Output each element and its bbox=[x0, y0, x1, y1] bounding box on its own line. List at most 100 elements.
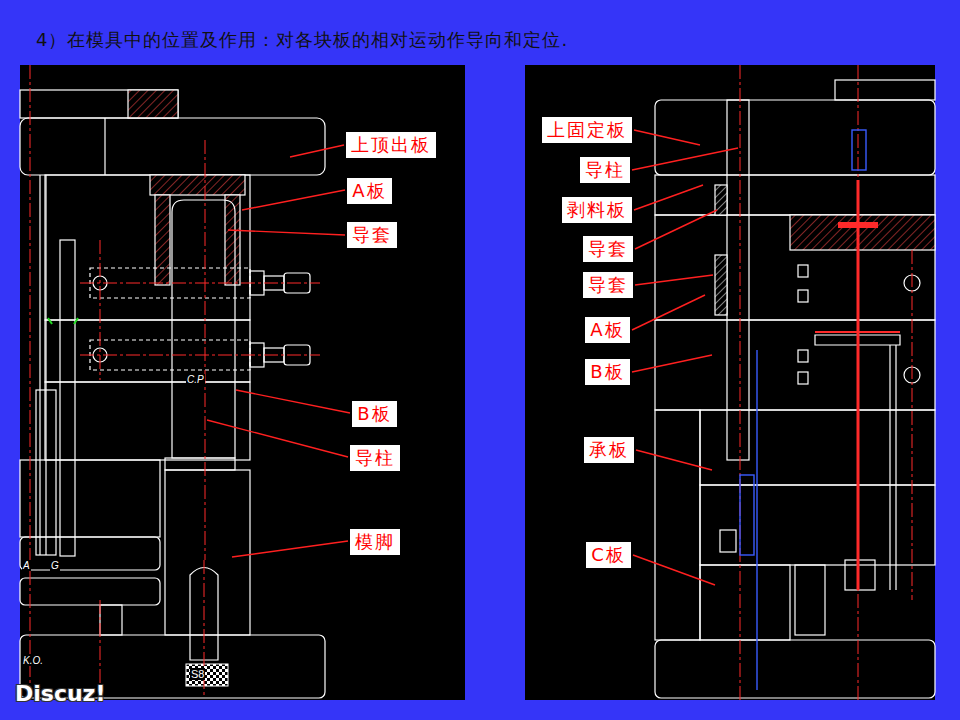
drawing-line bbox=[632, 295, 705, 330]
part-label-box: A板 bbox=[347, 178, 392, 204]
screw-size: S8 bbox=[190, 668, 205, 680]
part-label: 导套 bbox=[588, 240, 628, 258]
drawing-line bbox=[242, 190, 345, 210]
drawing-line bbox=[655, 215, 935, 320]
drawing-line bbox=[20, 65, 465, 700]
drawing-line bbox=[20, 537, 160, 570]
drawing-line bbox=[798, 350, 808, 362]
drawing-line bbox=[104, 118, 105, 175]
drawing-line bbox=[655, 100, 935, 175]
drawing-line bbox=[633, 555, 715, 585]
drawing-line bbox=[236, 390, 350, 413]
drawing-line bbox=[895, 345, 896, 590]
right-panel bbox=[525, 65, 935, 700]
part-label: 导套 bbox=[352, 226, 392, 244]
drawing-line bbox=[45, 175, 46, 555]
part-mark: A bbox=[22, 560, 31, 571]
part-label-box: 上顶出板 bbox=[346, 132, 436, 158]
drawing-line bbox=[795, 565, 825, 635]
drawing-line bbox=[205, 140, 206, 560]
part-label-box: 剥料板 bbox=[562, 197, 632, 223]
drawing-line bbox=[100, 605, 122, 635]
part-label: A板 bbox=[352, 182, 386, 200]
drawing-line bbox=[128, 90, 178, 118]
drawing-line bbox=[525, 65, 935, 700]
part-mark: C.P bbox=[186, 374, 205, 385]
drawing-line bbox=[80, 355, 320, 356]
drawing-line bbox=[790, 215, 935, 250]
part-label-box: 导柱 bbox=[350, 445, 400, 471]
drawing-line bbox=[655, 175, 935, 215]
drawing-line bbox=[798, 372, 808, 384]
part-label-box: 模脚 bbox=[350, 529, 400, 555]
drawing-line bbox=[635, 275, 713, 285]
drawing-line bbox=[720, 530, 736, 552]
drawing-line bbox=[30, 65, 320, 700]
drawing-line bbox=[700, 410, 935, 485]
drawing-line bbox=[20, 118, 325, 175]
part-label: A板 bbox=[590, 321, 624, 339]
part-mark: G bbox=[50, 560, 60, 571]
drawing-line bbox=[45, 320, 250, 382]
drawing-line bbox=[155, 195, 170, 285]
part-label-box: B板 bbox=[352, 401, 397, 427]
part-label: 导柱 bbox=[585, 161, 625, 179]
drawing-line bbox=[228, 230, 345, 235]
part-label-box: A板 bbox=[585, 317, 630, 343]
drawing-line bbox=[45, 175, 250, 320]
drawing-line bbox=[815, 331, 900, 333]
drawing-line bbox=[700, 485, 935, 565]
part-label: C板 bbox=[591, 546, 626, 564]
part-label-box: 导柱 bbox=[580, 157, 630, 183]
drawing-line bbox=[150, 175, 245, 195]
drawing-line bbox=[912, 250, 913, 600]
drawing-line bbox=[634, 185, 703, 210]
part-label-box: 导套 bbox=[347, 222, 397, 248]
drawing-line bbox=[655, 320, 935, 410]
drawing-line bbox=[727, 100, 749, 460]
drawing-line bbox=[740, 475, 754, 555]
part-mark: K.O. bbox=[22, 655, 44, 666]
drawing-line bbox=[634, 130, 700, 145]
drawing-line bbox=[815, 180, 900, 590]
drawing-line bbox=[632, 355, 712, 372]
drawing-line bbox=[798, 290, 808, 302]
drawing-line bbox=[740, 65, 741, 700]
drawing-line bbox=[74, 318, 78, 324]
part-label: 承板 bbox=[589, 441, 629, 459]
drawing-line bbox=[715, 255, 727, 315]
drawing-line bbox=[172, 200, 235, 458]
drawing-line bbox=[39, 175, 40, 555]
drawing-line bbox=[290, 145, 344, 157]
drawing-line bbox=[20, 90, 178, 118]
part-label: B板 bbox=[357, 405, 391, 423]
drawing-line bbox=[60, 240, 75, 556]
drawing-line bbox=[225, 195, 240, 285]
leader-lines bbox=[207, 130, 738, 585]
drawing-line bbox=[636, 450, 712, 470]
drawing-line bbox=[655, 80, 935, 698]
part-label: 模脚 bbox=[355, 533, 395, 551]
drawing-line bbox=[80, 283, 320, 284]
part-label-box: C板 bbox=[586, 542, 631, 568]
drawing-line bbox=[36, 390, 56, 555]
part-label-box: 导套 bbox=[583, 236, 633, 262]
drawing-line bbox=[186, 664, 228, 686]
drawing-line bbox=[740, 65, 912, 700]
left-panel bbox=[20, 65, 465, 700]
drawing-line bbox=[740, 130, 866, 690]
drawing-line bbox=[165, 470, 250, 635]
drawing-line bbox=[858, 65, 859, 700]
drawing-line bbox=[207, 420, 348, 457]
part-label: 导套 bbox=[588, 276, 628, 294]
drawing-line bbox=[30, 65, 31, 700]
drawing-line bbox=[48, 318, 78, 324]
drawing-line bbox=[45, 382, 250, 460]
drawing-line bbox=[632, 148, 738, 170]
part-label-box: 承板 bbox=[584, 437, 634, 463]
watermark: Discuz! bbox=[14, 682, 106, 706]
drawing-line bbox=[232, 541, 348, 557]
drawing-line bbox=[20, 90, 325, 698]
drawing-line bbox=[835, 80, 935, 100]
